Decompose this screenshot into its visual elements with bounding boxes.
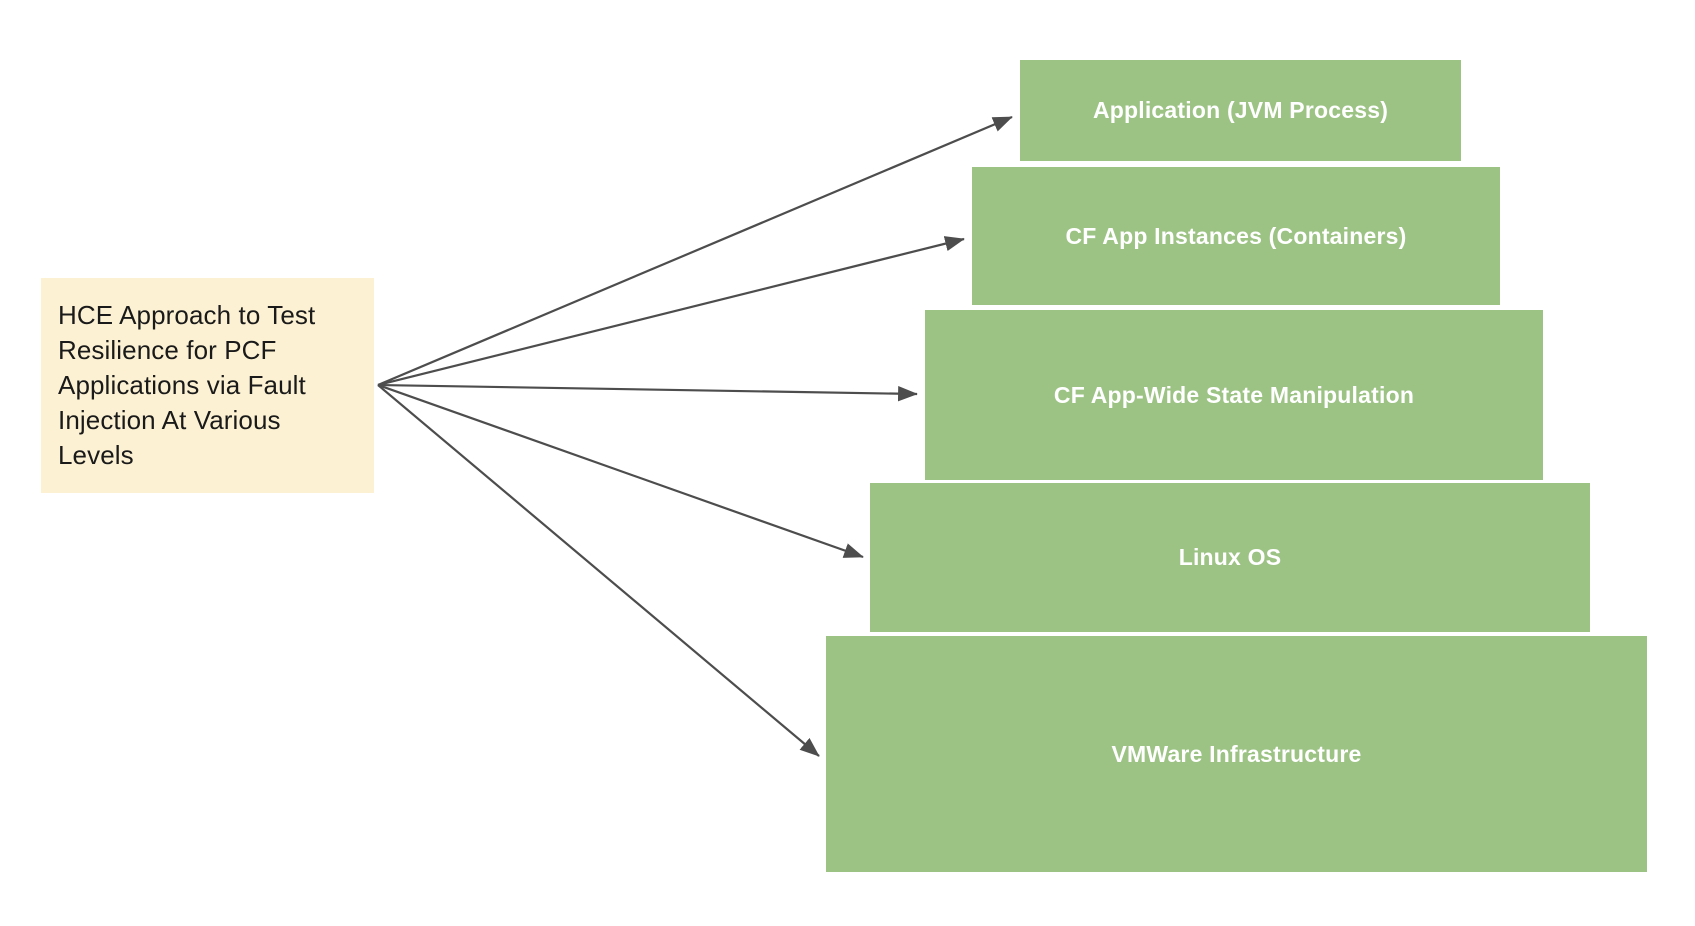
layer-node-cf-app-instances-containers[interactable]: CF App Instances (Containers): [972, 167, 1500, 305]
connector-to-linux-os: [377, 383, 864, 559]
connector-to-application-jvm-process: [377, 115, 1013, 387]
layer-node-linux-os[interactable]: Linux OS: [870, 483, 1590, 632]
layer-node-cf-app-wide-state-manipulation[interactable]: CF App-Wide State Manipulation: [925, 310, 1543, 480]
source-node-hce-approach[interactable]: HCE Approach to Test Resilience for PCF …: [41, 278, 374, 493]
connector-to-cf-app-instances-containers: [377, 236, 965, 387]
layer-node-label-vmware-infrastructure: VMWare Infrastructure: [1111, 740, 1362, 767]
source-node-label: HCE Approach to Test Resilience for PCF …: [58, 300, 316, 470]
connector-to-vmware-infrastructure: [377, 384, 820, 757]
layer-node-label-cf-app-wide-state-manipulation: CF App-Wide State Manipulation: [1053, 381, 1415, 408]
layer-node-application-jvm-process[interactable]: Application (JVM Process): [1020, 60, 1461, 161]
layer-node-label-linux-os: Linux OS: [1178, 544, 1282, 570]
layer-node-label-cf-app-instances-containers: CF App Instances (Containers): [1065, 222, 1407, 249]
layer-node-label-application-jvm-process: Application (JVM Process): [1092, 97, 1389, 123]
layer-node-vmware-infrastructure[interactable]: VMWare Infrastructure: [826, 636, 1647, 872]
connector-to-cf-app-wide-state-manipulation: [377, 383, 918, 402]
